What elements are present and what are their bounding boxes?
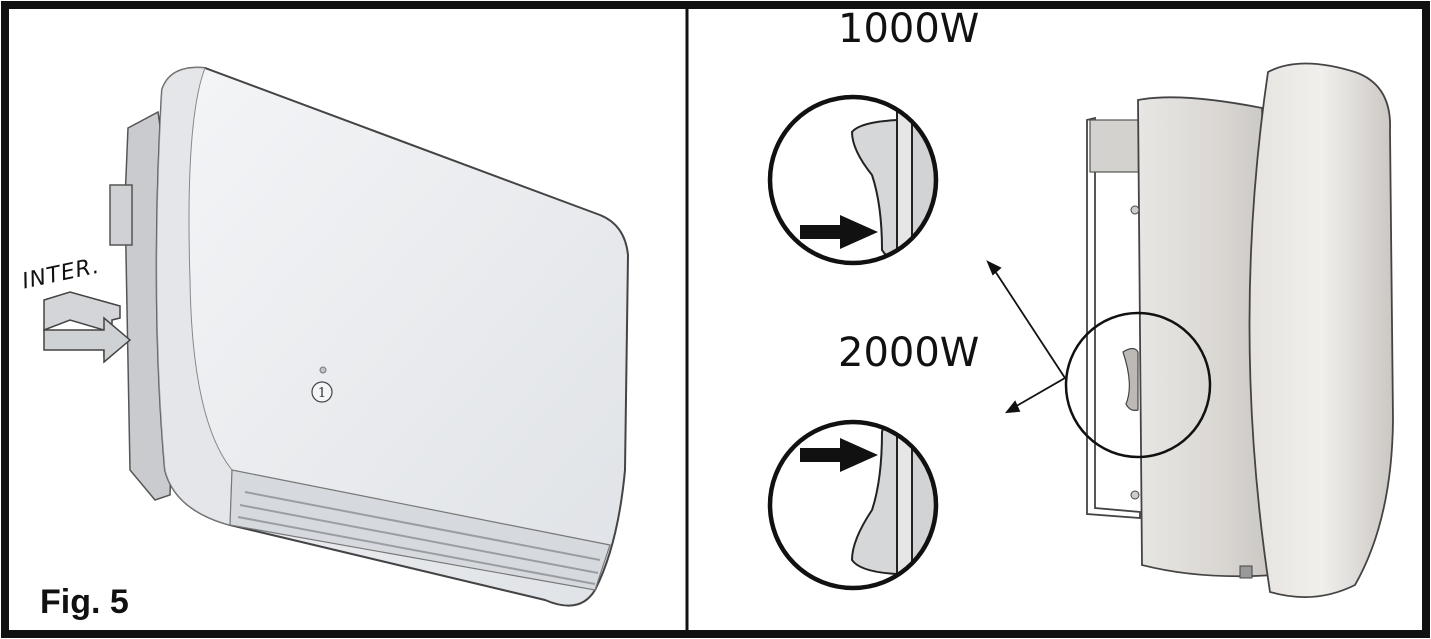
bracket-screw-top bbox=[1130, 205, 1140, 215]
power-label-1000w: 1000W bbox=[838, 6, 980, 52]
heater-front-view: 1 bbox=[43, 66, 630, 607]
switch-focus-circle bbox=[1064, 311, 1212, 459]
bracket-screw-bottom bbox=[1130, 490, 1140, 500]
marker-badge bbox=[311, 381, 333, 403]
leader-lines bbox=[986, 260, 1066, 414]
zoom-1000w-wall bbox=[912, 97, 936, 263]
zoom-1000w-arrow bbox=[800, 215, 878, 249]
side-top-rail bbox=[1089, 119, 1141, 173]
side-switch bbox=[1122, 347, 1139, 411]
marker-number: 1 bbox=[318, 386, 326, 401]
side-faceplate bbox=[1248, 62, 1394, 599]
figure-label: Fig. 5 bbox=[40, 583, 129, 621]
zoom-2000w-arrow bbox=[800, 438, 878, 472]
wall-bracket bbox=[109, 184, 133, 246]
switch-insert-arrow bbox=[43, 316, 132, 364]
indicator-light bbox=[319, 366, 327, 374]
zoom-1000w bbox=[767, 94, 939, 266]
heater-side-view bbox=[1086, 62, 1394, 599]
power-label-2000w: 2000W bbox=[838, 330, 980, 376]
zoom-2000w bbox=[767, 419, 939, 591]
heater-vents bbox=[237, 491, 601, 585]
heater-bottom-lip bbox=[229, 469, 611, 591]
heater-side-band bbox=[156, 67, 233, 526]
side-foot bbox=[1239, 565, 1253, 579]
zoom-2000w-wall bbox=[912, 422, 936, 588]
